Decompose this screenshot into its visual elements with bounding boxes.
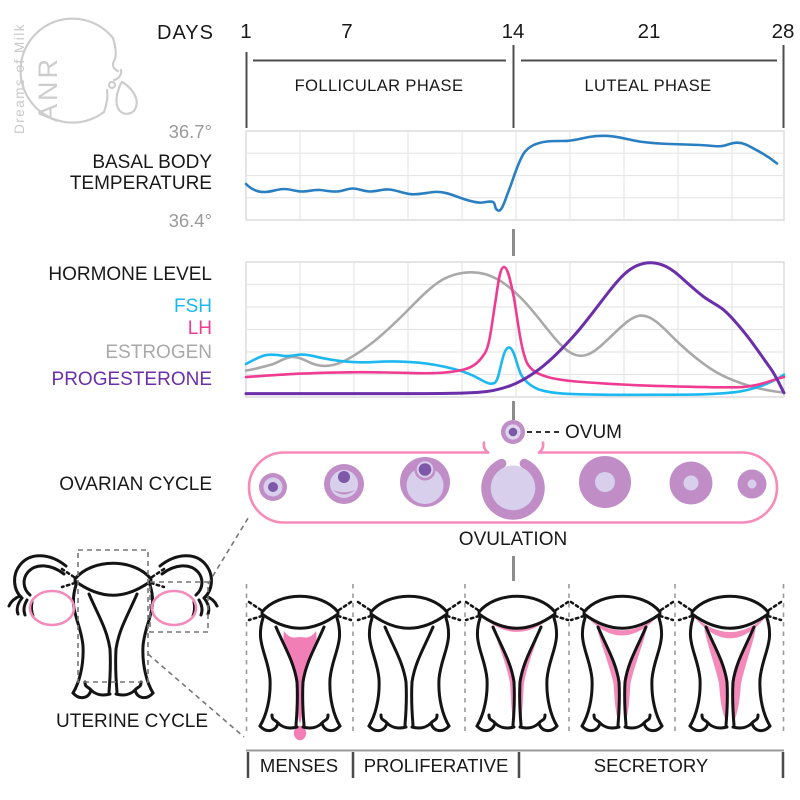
legend-progesterone: PROGESTERONE <box>51 369 212 390</box>
temp-title-line1: BASAL BODY <box>92 152 212 173</box>
uterine-cycle-strip <box>245 584 785 778</box>
legend-lh: LH <box>187 318 212 339</box>
follicle-stage-corpus-luteum <box>579 456 631 508</box>
day-tick-21: 21 <box>637 20 661 43</box>
ovum-label: OVUM <box>565 422 622 443</box>
uterus-stage-early-secretory <box>464 594 570 733</box>
follicle-stage-growing <box>324 464 364 504</box>
watermark-brand-text: Dreams of Milk <box>12 22 27 134</box>
capsule-gap-curls <box>482 441 545 454</box>
estrogen-curve <box>244 270 786 394</box>
follicle-stage-corpus-albicans <box>737 469 767 499</box>
day-tick-28: 28 <box>771 20 795 43</box>
proliferative-phase-label: PROLIFERATIVE <box>363 755 509 776</box>
right-ovary-outline <box>150 589 198 627</box>
follicle-stage-degenerating <box>669 461 713 505</box>
uterine-cycle-label: UTERINE CYCLE <box>56 711 209 732</box>
ovulation-label: OVULATION <box>458 529 568 550</box>
uterine-phase-ticks <box>246 752 785 778</box>
ovarian-cycle-label: OVARIAN CYCLE <box>59 474 212 495</box>
uterus-stage-menses <box>247 594 353 741</box>
progesterone-curve <box>244 261 786 396</box>
day-tick-14: 14 <box>501 20 525 43</box>
day-tick-1: 1 <box>240 20 252 43</box>
watermark-breast-logo-icon <box>19 17 138 124</box>
ovary-capsule-outline <box>247 451 779 524</box>
temp-axis-max-label: 36.7° <box>168 121 212 142</box>
follicular-phase-label: FOLLICULAR PHASE <box>294 77 464 95</box>
temperature-chart-title: BASAL BODY TEMPERATURE <box>40 152 212 194</box>
temperature-curve <box>244 134 779 212</box>
fsh-curve <box>244 346 786 397</box>
luteal-phase-label: LUTEAL PHASE <box>584 77 712 95</box>
temp-axis-min-label: 36.4° <box>168 210 212 231</box>
hormone-chart-title: HORMONE LEVEL <box>48 264 212 285</box>
follicle-stage-mature <box>400 457 450 507</box>
uterus-stage-mid-secretory <box>569 594 675 733</box>
follicle-stage-primary <box>259 473 287 501</box>
follicle-stage-ovulation <box>481 458 545 520</box>
uterus-stage-proliferative <box>356 594 462 733</box>
left-ovary-outline <box>28 589 76 627</box>
legend-fsh: FSH <box>174 296 212 317</box>
day-tick-7: 7 <box>341 20 353 43</box>
uterus-anatomy-illustration <box>7 514 251 738</box>
legend-estrogen: ESTROGEN <box>105 342 212 363</box>
uterus-stage-late-secretory <box>677 594 783 733</box>
secretory-phase-label: SECRETORY <box>593 755 709 776</box>
temp-title-line2: TEMPERATURE <box>69 173 212 194</box>
ovum-icon <box>501 420 525 444</box>
hormone-chart <box>244 261 786 398</box>
menses-phase-label: MENSES <box>259 755 339 776</box>
phase-bracket <box>245 45 785 128</box>
lh-curve <box>244 265 786 389</box>
zoom-callout-boxes <box>77 514 251 738</box>
days-axis-label: DAYS <box>157 22 214 44</box>
temperature-chart <box>244 130 785 221</box>
watermark-brand-acronym: ANR <box>33 55 63 122</box>
ovarian-cycle-strip <box>247 420 779 524</box>
